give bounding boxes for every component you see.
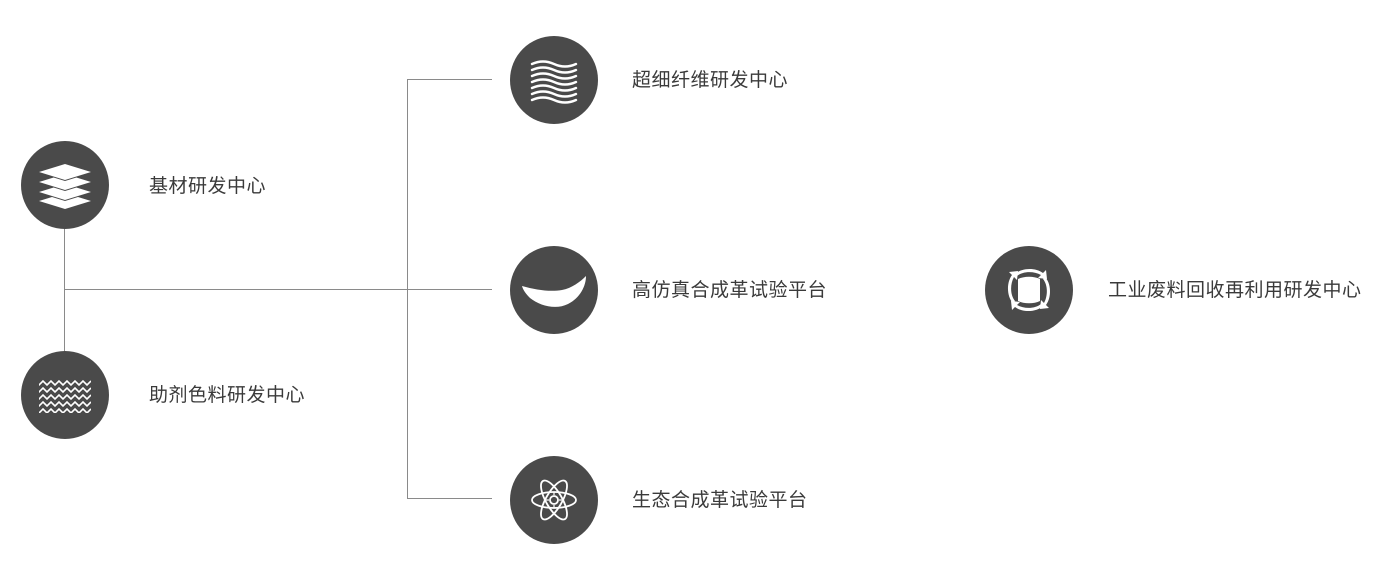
- node-label-eco-leather: 生态合成革试验平台: [632, 489, 808, 511]
- atom-icon: [510, 456, 598, 544]
- connector-branch-vertical: [407, 79, 408, 499]
- node-label-base-material: 基材研发中心: [149, 175, 267, 197]
- connector-bottom-branch: [407, 498, 492, 499]
- node-label-waste-recycle: 工业废料回收再利用研发中心: [1108, 279, 1362, 301]
- wavy-fibers-icon: [510, 36, 598, 124]
- node-label-microfiber: 超细纤维研发中心: [632, 69, 789, 91]
- connector-top-branch: [407, 79, 492, 80]
- connector-left-vertical: [64, 228, 65, 352]
- connector-main-horizontal: [64, 289, 492, 290]
- recycle-arrows-icon: [985, 246, 1073, 334]
- node-label-additive-dye: 助剂色料研发中心: [149, 384, 306, 406]
- leaf-curve-icon: [510, 246, 598, 334]
- layers-icon: [21, 141, 109, 229]
- node-label-hi-sim-leather: 高仿真合成革试验平台: [632, 279, 828, 301]
- weave-pattern-icon: [21, 351, 109, 439]
